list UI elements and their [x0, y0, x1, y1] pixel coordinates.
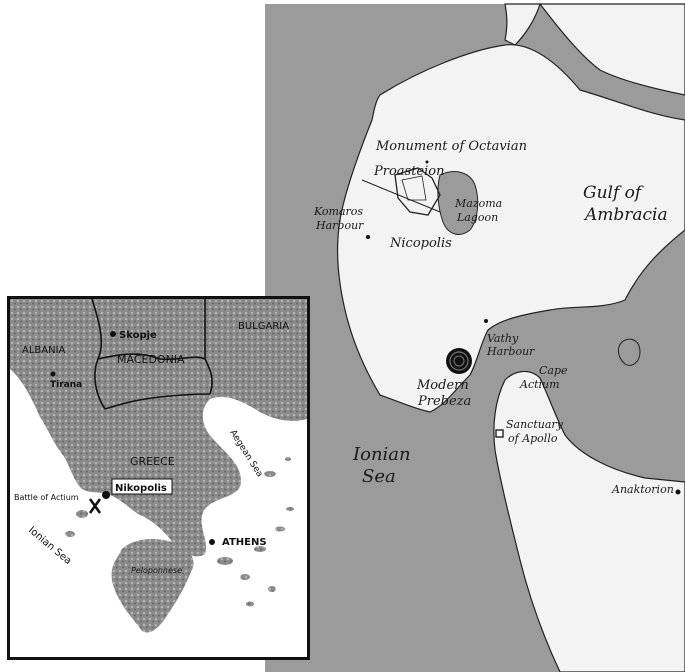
- sanctuary-marker: [495, 429, 504, 438]
- nicopolis-walls: [394, 167, 441, 216]
- label-anaktorion: Anaktorion: [611, 483, 674, 496]
- inset-nikopolis-dot: [102, 491, 110, 499]
- inset-label-greece: GREECE: [130, 455, 175, 468]
- label-nicopolis: Nicopolis: [389, 236, 452, 251]
- inset-nikopolis-box: [111, 478, 173, 495]
- label-harbour-2: Harbour: [486, 345, 535, 358]
- inset-tirana-dot: [50, 371, 56, 377]
- inset-islands: [65, 457, 294, 607]
- modern-prebeza-marker: [446, 348, 472, 374]
- label-prebeza: Prebeza: [417, 394, 471, 409]
- inset-label-albania: ALBANIA: [22, 345, 66, 356]
- label-proasteion: Proasteion: [373, 164, 444, 179]
- inset-map: ALBANIA Skopje BULGARIA MACEDONIA Tirana…: [7, 296, 310, 660]
- nicopolis-inner: [401, 175, 427, 201]
- north-strip: [504, 3, 541, 46]
- vathy-marker: [484, 319, 488, 323]
- inset-borders: [91, 299, 213, 410]
- label-vathy: Vathy: [487, 332, 519, 345]
- label-ionian: Ionian: [352, 444, 411, 465]
- label-gulf-2: Ambracia: [583, 205, 668, 225]
- inset-skopje-dot: [110, 331, 116, 337]
- inset-athens-dot: [209, 539, 215, 545]
- inset-label-macedonia: MACEDONIA: [117, 353, 185, 366]
- label-lagoon: Lagoon: [456, 211, 498, 224]
- komaros-marker: [366, 235, 370, 239]
- inset-label-tirana: Tirana: [50, 380, 82, 390]
- inset-label-battle: Battle of Actium: [14, 493, 79, 502]
- label-cape: Cape: [539, 364, 568, 377]
- label-of-apollo: of Apollo: [508, 432, 558, 445]
- anaktorion-marker: [675, 489, 681, 495]
- label-mazoma: Mazoma: [454, 197, 502, 210]
- label-modern: Modern: [416, 378, 469, 393]
- label-sea: Sea: [362, 466, 396, 487]
- label-sanctuary: Sanctuary: [506, 418, 564, 431]
- inset-peloponnese: [111, 539, 194, 633]
- mazoma-lagoon: [437, 171, 479, 235]
- north-coast: [538, 3, 685, 96]
- label-komaros: Komaros: [313, 205, 363, 218]
- inset-label-bulgaria: BULGARIA: [238, 321, 289, 332]
- inset-label-nikopolis: Nikopolis: [115, 483, 167, 494]
- label-actium: Actium: [519, 378, 560, 391]
- label-monument: Monument of Octavian: [375, 139, 527, 154]
- inset-battle-mark: [88, 498, 102, 514]
- inset-label-athens: ATHENS: [222, 537, 267, 548]
- label-harbour-1: Harbour: [315, 219, 364, 232]
- inset-label-skopje: Skopje: [119, 330, 157, 341]
- inset-map-svg: ALBANIA Skopje BULGARIA MACEDONIA Tirana…: [10, 299, 307, 657]
- inset-label-peloponnese: Peloponnese: [131, 566, 182, 575]
- east-lagoon: [617, 338, 641, 366]
- nicopolis-road: [361, 179, 441, 213]
- inset-mainland: [10, 299, 307, 557]
- peninsula-landmass: [336, 44, 685, 413]
- monument-marker: [425, 160, 429, 164]
- label-gulf-1: Gulf of: [583, 183, 644, 203]
